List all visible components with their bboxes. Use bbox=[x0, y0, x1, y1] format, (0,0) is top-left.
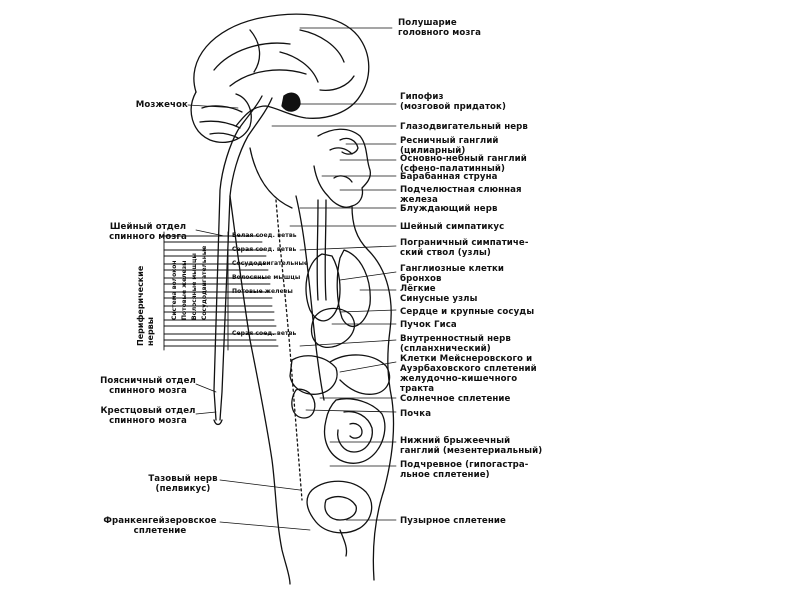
stomach bbox=[330, 355, 390, 394]
label-cervical-symp: Шейный симпатикус bbox=[400, 222, 504, 232]
label-sinus-nodes: Синусные узлы bbox=[400, 294, 477, 304]
label-hypogastric: Подчревное (гипогастра- льное сплетение) bbox=[400, 460, 528, 480]
label-meissner: Клетки Мейснеровского и Ауэрбаховского с… bbox=[400, 354, 537, 394]
head-outline bbox=[314, 129, 370, 207]
label-frankenhauser: Франкенгейзеровское сплетение bbox=[98, 516, 222, 536]
label-oculomotor: Глазодвигательный нерв bbox=[400, 122, 528, 132]
cerebellum bbox=[191, 92, 251, 142]
vagus-line bbox=[296, 196, 324, 400]
label-vagus: Блуждающий нерв bbox=[400, 204, 497, 214]
label-hypophysis: Гипофиз (мозговой придаток) bbox=[400, 92, 506, 112]
band-left-2: Волосяные мышцы bbox=[190, 253, 200, 320]
sympathetic-chain bbox=[276, 200, 302, 500]
band-left-1: Потовые железы bbox=[180, 260, 190, 320]
label-cerebellum: Мозжечок bbox=[100, 100, 188, 110]
hypophysis bbox=[282, 93, 300, 111]
label-solar: Солнечное сплетение bbox=[400, 394, 510, 404]
label-sacral-cord: Крестцовый отдел спинного мозга bbox=[100, 406, 196, 426]
heart bbox=[311, 308, 354, 347]
label-ciliary: Ресничный ганглий (цилиарный) bbox=[400, 136, 499, 156]
body-outline bbox=[250, 148, 394, 580]
label-kidney: Почка bbox=[400, 409, 431, 419]
band-right-2: Сосудодвигательные bbox=[232, 260, 308, 267]
label-hemisphere: Полушарие головного мозга bbox=[398, 18, 481, 38]
label-lungs: Лёгкие bbox=[400, 284, 436, 294]
band-left-0: Система волокон bbox=[170, 260, 180, 320]
band-left-3: Сосудодвигательные bbox=[200, 246, 210, 320]
band-right-0: Белая соед. ветвь bbox=[232, 232, 297, 239]
label-cervical-cord: Шейный отдел спинного мозга bbox=[100, 222, 196, 242]
intestines bbox=[325, 399, 385, 464]
label-pterygopalatine: Основно-небный ганглий (сфено-палатинный… bbox=[400, 154, 527, 174]
label-pelvic: Тазовый нерв (пелвикус) bbox=[140, 474, 226, 494]
label-heart: Сердце и крупные сосуды bbox=[400, 307, 534, 317]
label-border-trunk: Пограничный симпатиче- ский ствол (узлы) bbox=[400, 238, 529, 258]
label-his-bundle: Пучок Гиса bbox=[400, 320, 457, 330]
label-chorda: Барабанная струна bbox=[400, 172, 498, 182]
band-right-3: Волосяные мышцы bbox=[232, 274, 300, 281]
band-right-4: Потовые железы bbox=[232, 288, 293, 295]
label-splanchnic: Внутренностный нерв (спланхнический) bbox=[400, 334, 511, 354]
band-right-5: Серая соед. ветвь bbox=[232, 330, 296, 337]
pelvic-organs bbox=[307, 481, 372, 533]
label-ganglion-cells: Ганглиозные клетки бронхов bbox=[400, 264, 504, 284]
label-lumbar-cord: Поясничный отдел спинного мозга bbox=[100, 376, 196, 396]
band-right-1: Серая соед. ветвь bbox=[232, 246, 296, 253]
label-vesical: Пузырное сплетение bbox=[400, 516, 506, 526]
label-submandibular: Подчелюстная слюнная железа bbox=[400, 185, 522, 205]
label-mesenteric: Нижний брыжеечный ганглий (мезентериальн… bbox=[400, 436, 542, 456]
label-peripheral: Периферические нервы bbox=[136, 266, 156, 346]
